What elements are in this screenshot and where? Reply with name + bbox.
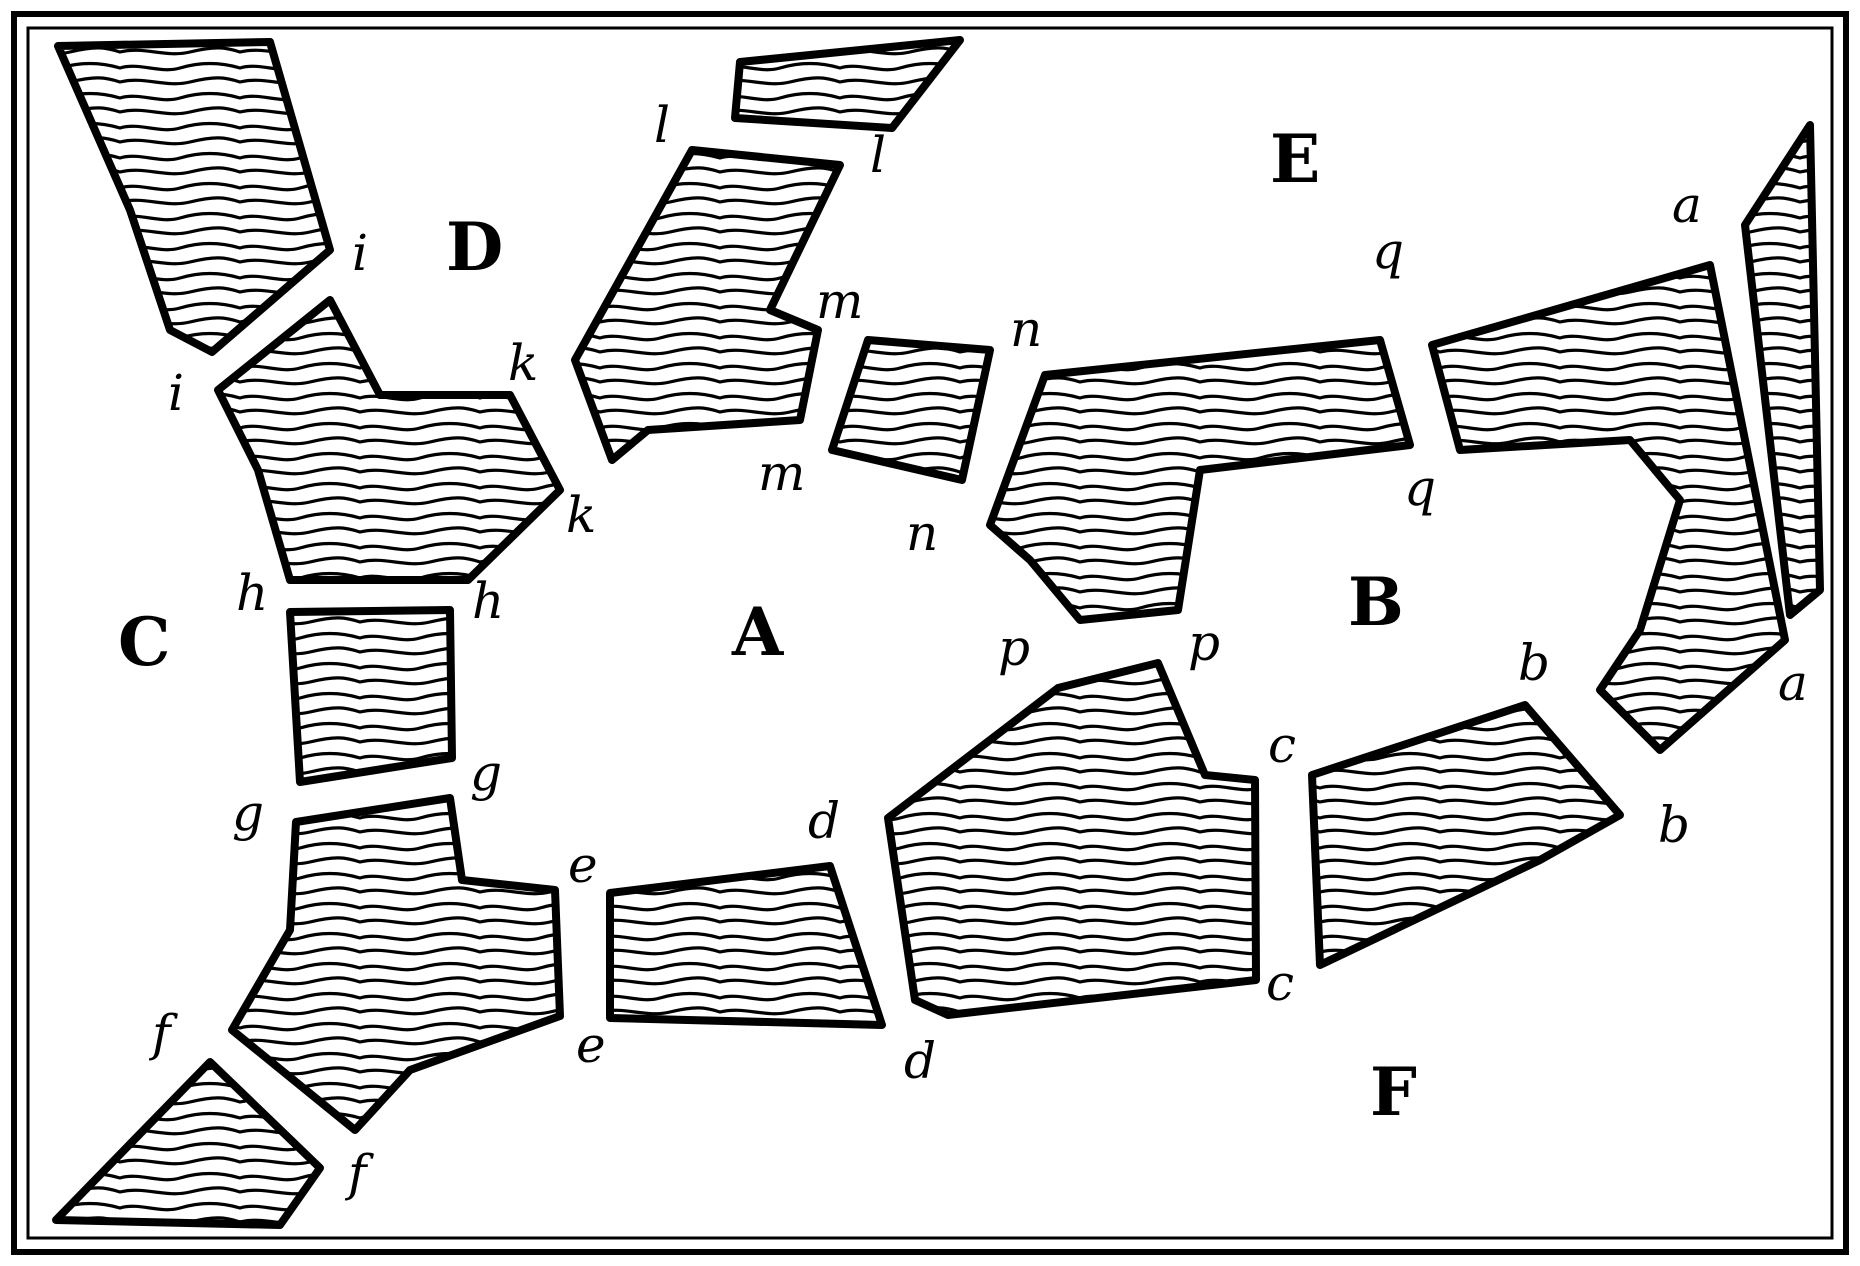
bridge-label-p2: p	[1188, 614, 1220, 672]
figure-frame	[11, 11, 1849, 1255]
bridge-label-f2: f	[344, 1144, 374, 1202]
bridge-label-l1: l	[654, 96, 670, 154]
bridge-label-q2: q	[1404, 459, 1436, 517]
bridge-label-i1: i	[352, 224, 368, 282]
land-bottom-left	[52, 1058, 324, 1229]
bridge-label-f1: f	[148, 1004, 178, 1062]
bridge-label-m1: m	[816, 272, 863, 330]
bridge-label-a2: a	[1778, 654, 1808, 712]
bridge-label-i2: i	[168, 364, 184, 422]
bridge-label-q1: q	[1372, 222, 1404, 280]
bridge-label-l2: l	[870, 126, 886, 184]
land-center-top	[571, 146, 844, 464]
bridge-label-e2: e	[576, 1016, 606, 1074]
region-labels: A B C D E F	[118, 120, 1417, 1131]
bridge-label-b2: b	[1658, 796, 1690, 854]
bridge-label-a1: a	[1672, 176, 1702, 234]
region-label-b: B	[1348, 563, 1404, 641]
land-bottom-e-d	[606, 862, 886, 1029]
region-label-d: D	[446, 208, 503, 286]
bridge-label-e1: e	[568, 836, 598, 894]
bridge-label-n1: n	[1010, 300, 1042, 358]
region-label-a: A	[731, 593, 784, 671]
region-label-f: F	[1370, 1053, 1417, 1131]
land-masses	[52, 36, 1824, 1229]
land-m-n	[828, 336, 994, 484]
bridge-label-h2: h	[472, 572, 504, 630]
region-label-e: E	[1270, 120, 1320, 198]
bridge-label-m2: m	[758, 444, 805, 502]
bridge-label-n2: n	[906, 504, 938, 562]
bridge-label-g2: g	[470, 744, 502, 802]
bridge-label-p1: p	[998, 619, 1030, 677]
region-label-c: C	[118, 603, 171, 681]
land-left-upper	[214, 296, 564, 584]
land-top-left	[54, 38, 334, 356]
land-bottom-center	[884, 659, 1260, 1019]
bridge-label-b1: b	[1518, 634, 1550, 692]
bridge-label-k2: k	[566, 486, 596, 544]
bridge-label-d1: d	[808, 792, 840, 850]
bridge-label-d2: d	[904, 1032, 936, 1090]
bridge-label-k1: k	[508, 334, 538, 392]
land-right-edge	[1741, 121, 1824, 619]
land-left-lower	[228, 794, 564, 1134]
land-top-center	[731, 36, 964, 132]
land-bottom-right	[1308, 701, 1624, 969]
bridge-label-h1: h	[236, 564, 268, 622]
bridge-label-c1: c	[1268, 716, 1296, 774]
bridge-label-c2: c	[1266, 954, 1294, 1012]
land-n-q-p	[986, 336, 1414, 624]
land-left-pier	[286, 606, 456, 786]
bridge-label-g1: g	[232, 784, 264, 842]
bridge-labels: a a b b c c d d e e f f g g h h i i k k …	[148, 96, 1808, 1202]
land-right-big	[1428, 261, 1789, 754]
